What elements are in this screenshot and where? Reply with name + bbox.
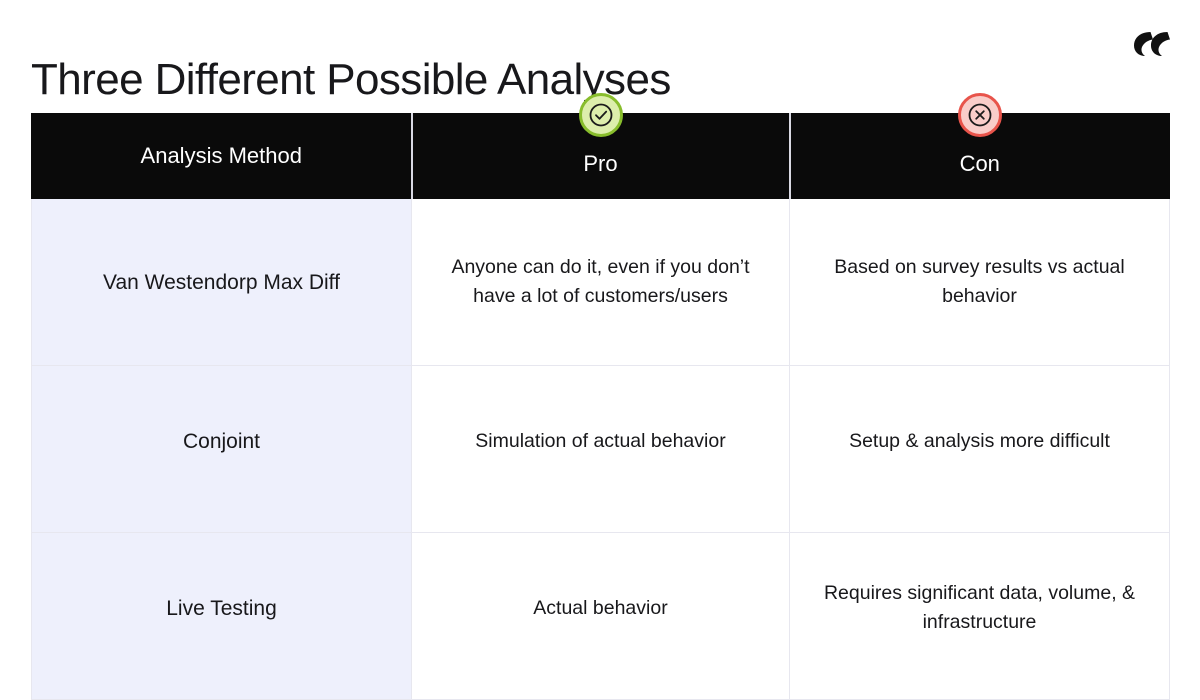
cell-text: Requires significant data, volume, & inf…	[823, 582, 1136, 633]
column-header-label: Pro	[583, 151, 618, 176]
cell-text: Setup & analysis more difficult	[849, 429, 1110, 452]
cell-pro: Simulation of actual behavior	[411, 365, 790, 533]
column-header-label: Con	[959, 151, 1000, 176]
cell-pro: Actual behavior	[411, 532, 790, 700]
cell-con: Setup & analysis more difficult	[789, 365, 1170, 533]
cell-analysis-method: Conjoint	[31, 365, 412, 533]
table-row: Conjoint Simulation of actual behavior S…	[31, 365, 1170, 533]
column-header-pro: Pro	[410, 93, 790, 199]
cell-con: Based on survey results vs actual behavi…	[789, 198, 1170, 366]
cell-con: Requires significant data, volume, & inf…	[789, 532, 1170, 700]
column-header-label: Analysis Method	[140, 143, 302, 168]
page-title: Three Different Possible Analyses	[31, 55, 671, 105]
cell-pro: Anyone can do it, even if you don’t have…	[411, 198, 790, 366]
cell-text: Simulation of actual behavior	[475, 429, 726, 452]
analysis-comparison-table: Analysis Method Pro	[31, 93, 1170, 700]
x-circle-icon	[957, 93, 1002, 137]
cell-text: Actual behavior	[533, 596, 668, 619]
cell-text: Anyone can do it, even if you don’t have…	[451, 256, 750, 307]
column-header-con: Con	[788, 93, 1170, 199]
check-circle-icon	[578, 93, 623, 137]
cell-text: Van Westendorp Max Diff	[103, 270, 340, 294]
table-row: Live Testing Actual behavior Requires si…	[31, 532, 1170, 700]
cell-text: Live Testing	[166, 596, 277, 620]
slide-canvas: Three Different Possible Analyses Analys…	[31, 26, 1174, 700]
table-row: Van Westendorp Max Diff Anyone can do it…	[31, 198, 1170, 366]
cell-analysis-method: Van Westendorp Max Diff	[31, 198, 412, 366]
cell-text: Conjoint	[182, 429, 261, 453]
column-header-analysis-method: Analysis Method	[31, 113, 412, 199]
table-header-row: Analysis Method Pro	[31, 93, 1170, 199]
reforge-logo	[1130, 26, 1174, 66]
cell-analysis-method: Live Testing	[31, 532, 412, 700]
cell-text: Based on survey results vs actual behavi…	[834, 256, 1125, 307]
